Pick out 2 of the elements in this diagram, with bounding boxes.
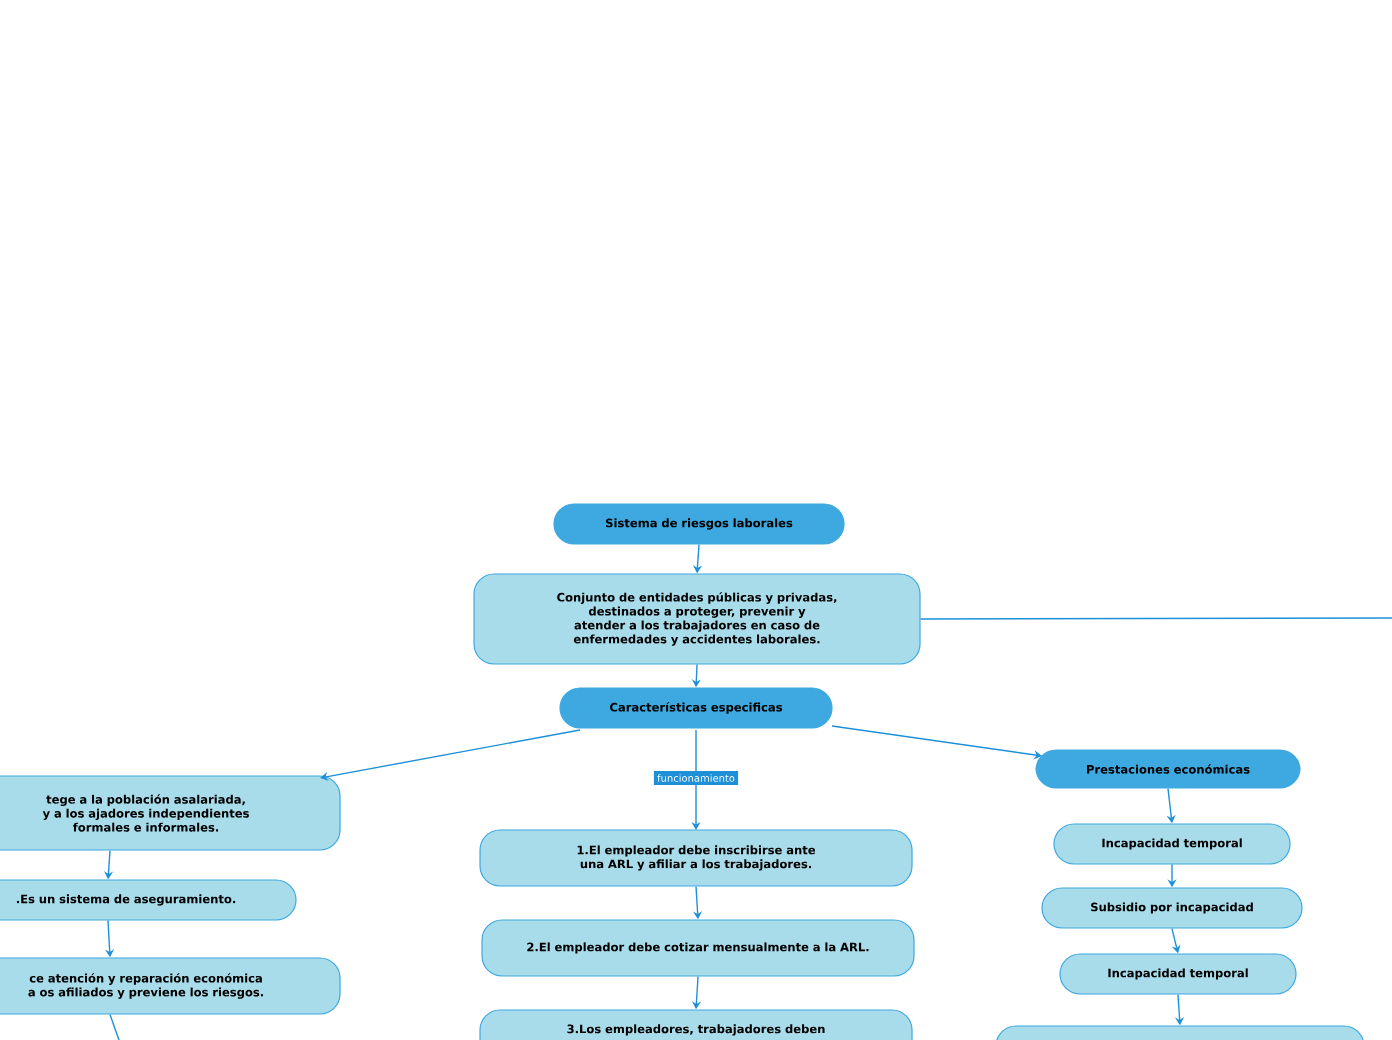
box	[995, 1025, 1365, 1040]
arrow	[320, 729, 581, 782]
